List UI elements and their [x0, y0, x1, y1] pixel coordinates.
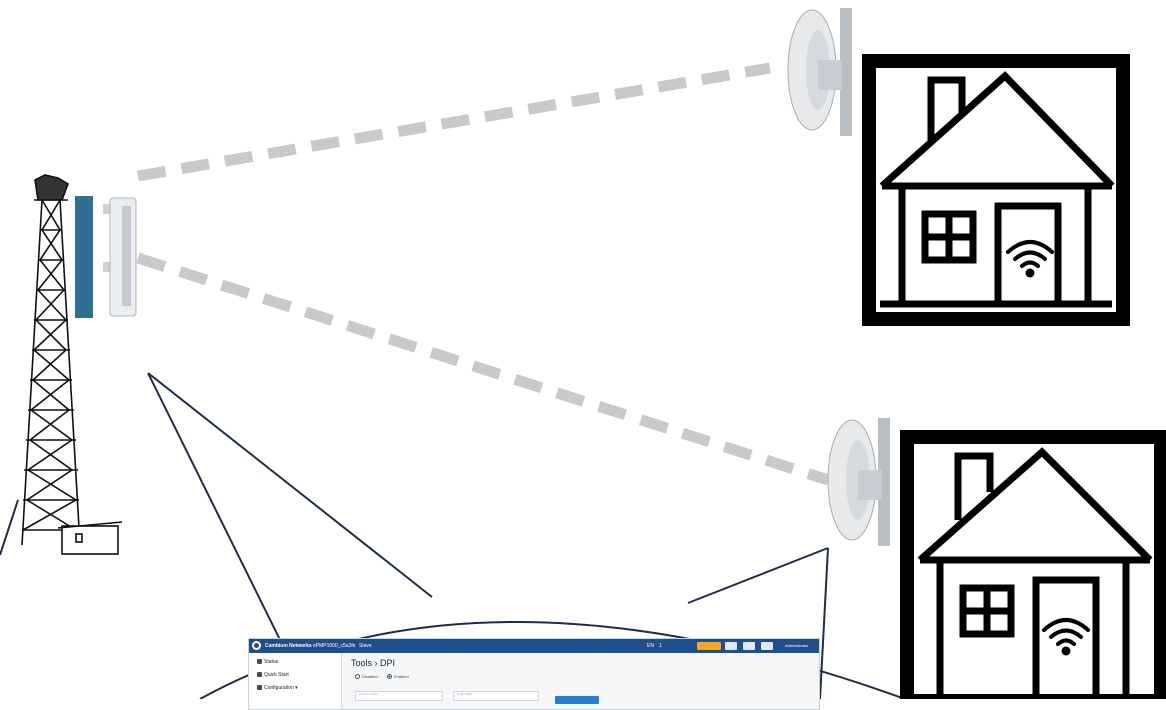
dish-antenna-2-icon: [828, 418, 890, 546]
device-role: Slave: [359, 643, 372, 649]
sector-antenna-icon: [103, 198, 136, 316]
radio-disabled[interactable]: Disabled: [355, 674, 378, 679]
language-label[interactable]: EN: [647, 643, 654, 649]
ui-sidebar: Status Quick Start Configuration ▾: [249, 653, 342, 709]
total-traffic-field[interactable]: Total Traffic: [453, 691, 539, 701]
cambium-logo-icon: [252, 641, 261, 650]
ui-screenshot-preview: Cambium Networks ePMP1000_c5a3fe Slave E…: [248, 638, 820, 710]
admin-user[interactable]: Administrator: [785, 643, 809, 648]
tower-icon: [22, 175, 122, 554]
house-1-icon: [862, 54, 1130, 326]
current-speed-field[interactable]: Current speed: [355, 691, 443, 701]
status-icon: [257, 659, 262, 664]
toolbar-button-1[interactable]: [725, 642, 737, 650]
sidebar-item-configuration[interactable]: Configuration ▾: [257, 685, 298, 691]
sidebar-item-quick-start[interactable]: Quick Start: [257, 672, 289, 678]
page-title: Tools › DPI: [351, 658, 395, 668]
house-2-icon: [900, 430, 1166, 699]
apply-button[interactable]: [555, 696, 599, 704]
notification-count[interactable]: 1: [659, 643, 662, 649]
sidebar-item-status[interactable]: Status: [257, 659, 278, 665]
radio-enabled[interactable]: Enabled: [387, 674, 409, 679]
dish-antenna-1-icon: [788, 8, 852, 136]
quick-start-icon: [257, 672, 262, 677]
gear-icon: [257, 685, 262, 690]
toolbar-button-2[interactable]: [743, 642, 755, 650]
ui-header-bar: Cambium Networks ePMP1000_c5a3fe Slave E…: [249, 639, 819, 653]
mounting-pole: [75, 196, 93, 318]
device-name: ePMP1000_c5a3fe: [313, 643, 356, 649]
toolbar-button-3[interactable]: [761, 642, 773, 650]
brand-name: Cambium Networks: [265, 643, 312, 649]
alert-button[interactable]: [697, 642, 721, 650]
link-to-house-1: [138, 68, 770, 176]
